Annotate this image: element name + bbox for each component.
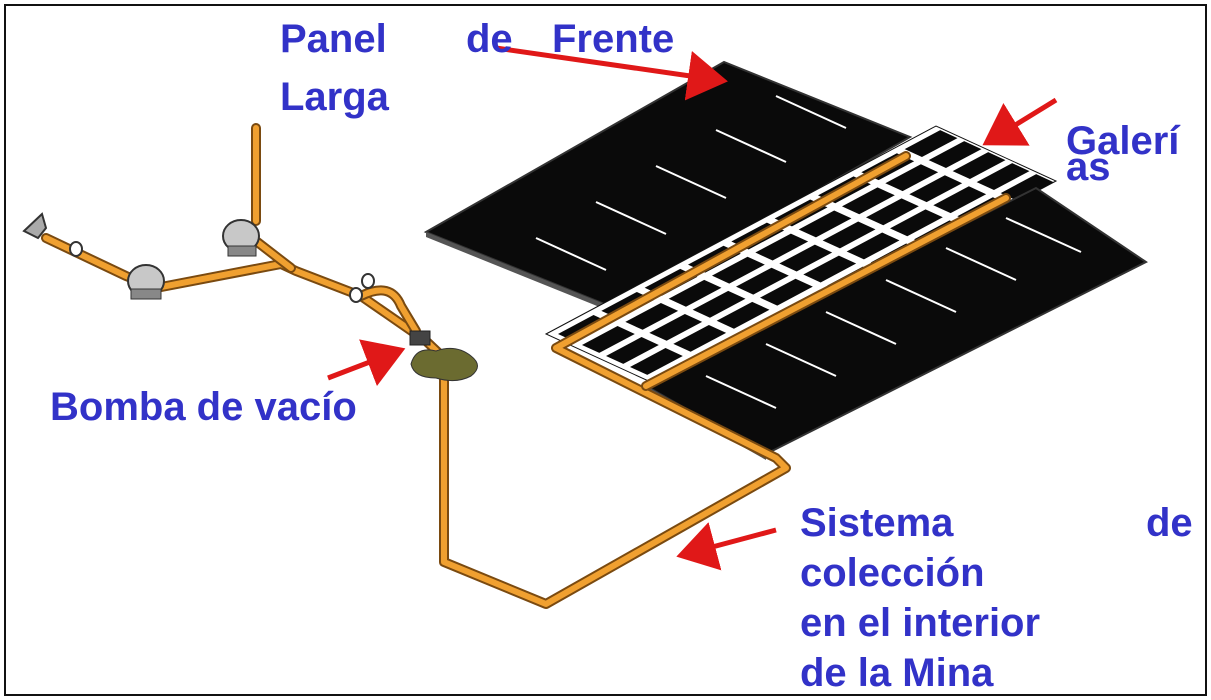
vent-arrow-icon xyxy=(22,212,48,240)
label-sistema-line4: de la Mina xyxy=(800,651,994,695)
diagram-frame: Panel de Frente Larga Galerí as Bomba de… xyxy=(4,4,1207,696)
gas-collection-point xyxy=(410,347,478,382)
gallery-block xyxy=(760,278,813,306)
label-bomba-de-vacio: Bomba de vacío xyxy=(50,385,357,429)
label-sistema-line2: colección xyxy=(800,551,985,595)
gallery-block xyxy=(803,255,857,283)
gallery-block xyxy=(630,348,683,375)
gallery-block xyxy=(716,301,770,329)
label-galerias-line2: as xyxy=(1066,145,1111,189)
gallery-block xyxy=(822,221,876,249)
pump-icon xyxy=(127,264,165,300)
label-sistema-word1: Sistema xyxy=(800,501,954,545)
gallery-block xyxy=(582,326,635,353)
label-panel-line2: Larga xyxy=(280,75,389,119)
gallery-block xyxy=(866,198,919,226)
mine-methane-drainage-diagram xyxy=(22,45,1148,609)
gallery-block xyxy=(890,209,943,237)
collection-pipe-system xyxy=(41,123,1011,609)
gallery-block xyxy=(668,279,722,307)
gallery-block xyxy=(952,152,1006,180)
label-panel-word3: Frente xyxy=(552,17,675,61)
pump-icon xyxy=(222,219,260,257)
gallery-block xyxy=(1000,174,1054,202)
gallery-block xyxy=(755,233,809,261)
gallery-block xyxy=(673,324,727,352)
gallery-block xyxy=(736,267,789,295)
longwall-panel-upper xyxy=(423,60,913,312)
label-panel-word1: Panel xyxy=(280,17,387,61)
gallery-block xyxy=(625,302,679,330)
gallery-block xyxy=(928,141,982,169)
label-galerias-line1: Galerí xyxy=(1066,119,1180,163)
gallery-block xyxy=(649,313,703,341)
gallery-block xyxy=(976,163,1030,191)
label-panel-word2: de xyxy=(466,17,513,61)
gallery-block xyxy=(904,130,958,158)
label-sistema-word2: de xyxy=(1146,501,1193,545)
gallery-block xyxy=(712,256,765,284)
gallery-block xyxy=(909,175,963,203)
gallery-block xyxy=(842,187,895,215)
gallery-block xyxy=(692,290,746,318)
gallery-block xyxy=(779,244,833,272)
gallery-block xyxy=(606,337,659,364)
valve-icon xyxy=(69,241,431,346)
gallery-block xyxy=(885,164,939,192)
label-sistema-line3: en el interior xyxy=(800,601,1041,645)
gallery-block xyxy=(846,232,900,260)
arrow-icon xyxy=(327,45,1058,571)
gallery-block xyxy=(933,186,987,214)
gallery-block xyxy=(798,210,852,238)
